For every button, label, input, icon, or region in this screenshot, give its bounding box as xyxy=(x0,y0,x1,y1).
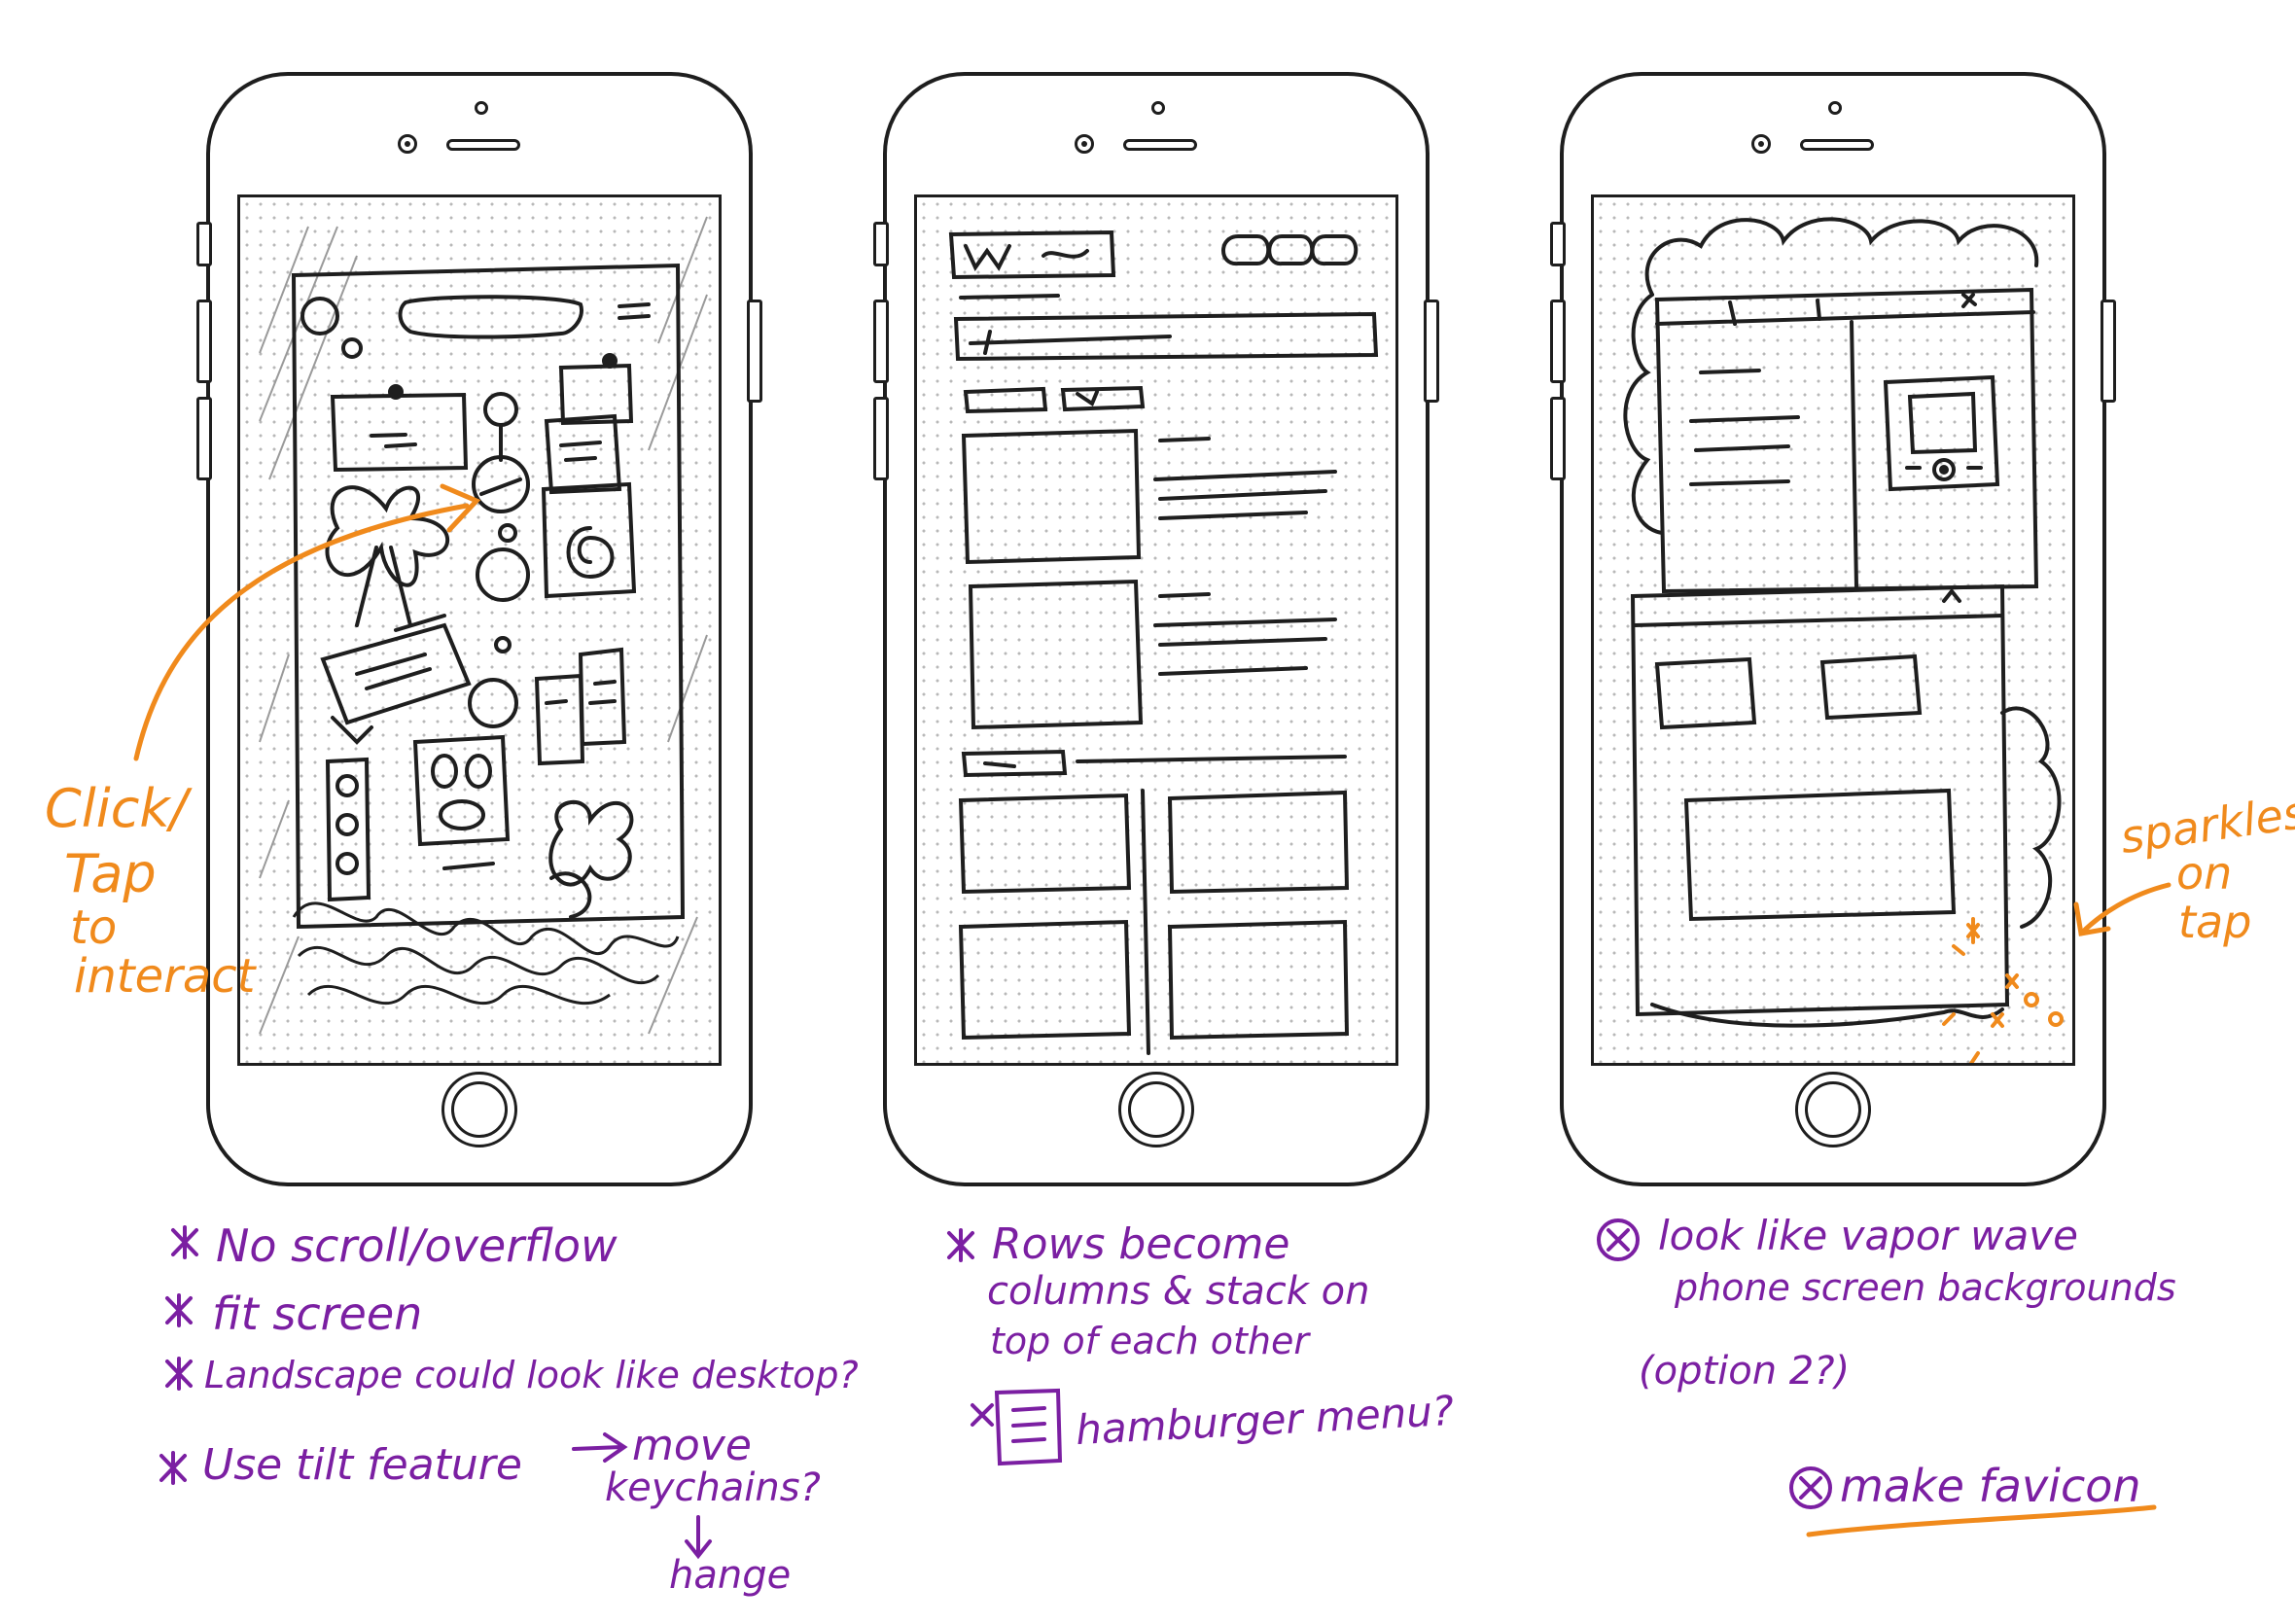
star-bullet-icon xyxy=(171,1225,198,1259)
vaporwave-sketch xyxy=(1623,217,2064,1063)
star-bullet-icon xyxy=(159,1451,187,1485)
note-phone-backgrounds: phone screen backgrounds xyxy=(1675,1266,2176,1309)
phone-speaker xyxy=(1123,139,1197,151)
note-fit-screen: fit screen xyxy=(212,1288,423,1340)
sparkles-label-3: tap xyxy=(2178,896,2252,948)
phone-front-camera xyxy=(1075,134,1094,154)
phone-side-button xyxy=(873,397,889,480)
note-move: move xyxy=(632,1421,752,1470)
phone-screen-stacked-layout xyxy=(914,194,1398,1066)
star-bullet-icon xyxy=(165,1357,193,1391)
search-bar-sketch xyxy=(398,295,583,339)
click-tap-label-4: interact xyxy=(74,949,256,1004)
note-keychains: keychains? xyxy=(605,1465,821,1510)
note-landscape: Landscape could look like desktop? xyxy=(204,1354,859,1396)
phone-camera xyxy=(475,101,488,115)
phone-mockup-1 xyxy=(196,72,762,1186)
phone-side-button xyxy=(873,300,889,383)
window-sketch-1 xyxy=(1654,287,2039,594)
phone-speaker xyxy=(446,139,520,151)
phone-side-button xyxy=(1550,300,1566,383)
note-vaporwave: look like vapor wave xyxy=(1658,1212,2078,1259)
bow-keychain-sketch xyxy=(325,485,450,587)
note-no-scroll: No scroll/overflow xyxy=(216,1219,618,1272)
click-tap-label-2: Tap xyxy=(64,843,157,904)
click-tap-label-3: to xyxy=(70,900,118,955)
phone-speaker xyxy=(1800,139,1874,151)
phone-side-button xyxy=(747,300,762,403)
phone-mockup-3 xyxy=(1550,72,2116,1186)
note-make-favicon: make favicon xyxy=(1840,1460,2141,1512)
phone-camera xyxy=(1828,101,1842,115)
note-columns-stack: columns & stack on xyxy=(987,1269,1370,1314)
arrow-down-icon xyxy=(685,1515,712,1560)
phone-side-button xyxy=(196,397,212,480)
window-sketch-2 xyxy=(1630,583,2010,1017)
star-bullet-icon xyxy=(1597,1218,1640,1261)
note-rows-become: Rows become xyxy=(992,1219,1290,1269)
star-bullet-icon xyxy=(947,1228,974,1262)
click-tap-label-1: Click/ xyxy=(45,778,188,839)
phone-home-button xyxy=(1118,1072,1194,1147)
phone-front-camera xyxy=(1751,134,1771,154)
phone-home-button xyxy=(441,1072,517,1147)
star-bullet-icon xyxy=(165,1293,193,1327)
phone-home-button xyxy=(1795,1072,1871,1147)
phone-front-camera xyxy=(398,134,417,154)
keychain-sketch xyxy=(259,216,708,1035)
phone-side-button xyxy=(196,222,212,266)
note-option-2: (option 2?) xyxy=(1639,1349,1851,1394)
sparkles-label-2: on xyxy=(2176,847,2233,900)
arrow-right-icon xyxy=(572,1432,628,1463)
phone-screen-vaporwave-layout xyxy=(1591,194,2075,1066)
logo-sketch xyxy=(948,229,1116,280)
note-hange: hange xyxy=(669,1553,792,1598)
star-bullet-icon xyxy=(1789,1466,1832,1509)
phone-side-button xyxy=(1424,300,1439,403)
cloud-sketch xyxy=(1644,217,2039,297)
phone-camera xyxy=(1151,101,1165,115)
note-tilt: Use tilt feature xyxy=(202,1440,522,1490)
phone-side-button xyxy=(1550,397,1566,480)
stacked-layout-sketch xyxy=(948,229,1379,1055)
phone-screen-keychain-layout xyxy=(237,194,722,1066)
phone-mockup-2 xyxy=(873,72,1439,1186)
hamburger-menu-icon xyxy=(994,1388,1063,1466)
phone-side-button xyxy=(2101,300,2116,403)
phone-side-button xyxy=(873,222,889,266)
note-top-of-each: top of each other xyxy=(990,1320,1310,1362)
sparkles-sketch xyxy=(1942,917,2064,1063)
phone-side-button xyxy=(196,300,212,383)
star-bullet-icon xyxy=(971,1403,994,1427)
nav-buttons-sketch xyxy=(1310,234,1359,265)
note-hamburger-menu: hamburger menu? xyxy=(1074,1386,1456,1455)
phone-side-button xyxy=(1550,222,1566,266)
